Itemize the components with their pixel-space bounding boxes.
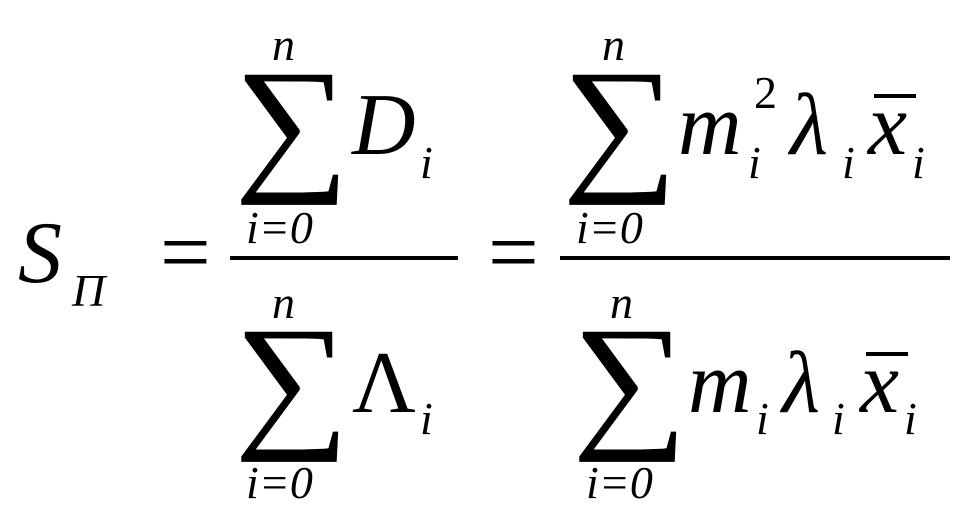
- lhs-symbol: S: [18, 205, 62, 302]
- f1-num-term-sub: i: [420, 137, 433, 188]
- f2-den-xbar-overline: [866, 352, 908, 356]
- equals-sign-2: =: [488, 203, 539, 302]
- f2-den-m-sub: i: [756, 393, 769, 444]
- f1-den-sum-lower: i=0: [246, 457, 313, 508]
- f1-den-sum-upper: n: [272, 277, 295, 328]
- f2-den-m: m: [688, 335, 752, 432]
- f1-num-term: D: [352, 77, 416, 174]
- f2-num-xbar-overline: [874, 94, 916, 98]
- f2-num-xbar-sub: i: [912, 137, 925, 188]
- f2-num-lambda-sub: i: [842, 137, 855, 188]
- f2-den-sum-lower: i=0: [586, 457, 653, 508]
- fraction-bar-1: [230, 256, 458, 260]
- f2-den-xbar: x: [860, 335, 900, 432]
- f2-den-lambda: λ: [782, 335, 821, 432]
- f2-num-lambda: λ: [790, 77, 829, 174]
- f1-den-term: Λ: [352, 335, 416, 432]
- fraction-bar-2: [560, 256, 950, 260]
- f2-num-xbar: x: [868, 77, 908, 174]
- f2-num-sum-lower: i=0: [576, 202, 643, 253]
- f2-den-lambda-sub: i: [832, 393, 845, 444]
- f2-den-sum-upper: n: [610, 277, 633, 328]
- f2-num-m-sup: 2: [754, 67, 777, 118]
- f2-den-xbar-sub: i: [904, 393, 917, 444]
- f1-num-sum-upper: n: [272, 19, 295, 70]
- f1-num-sigma: ∑: [234, 40, 350, 206]
- f1-num-sum-lower: i=0: [246, 202, 313, 253]
- equals-sign-1: =: [160, 203, 211, 302]
- f2-den-sigma: ∑: [572, 297, 688, 463]
- f2-num-sum-upper: n: [602, 19, 625, 70]
- f2-num-m: m: [678, 77, 742, 174]
- f1-den-term-sub: i: [420, 393, 433, 444]
- f1-den-sigma: ∑: [234, 297, 350, 463]
- f2-num-sigma: ∑: [562, 40, 678, 206]
- lhs-subscript: П: [72, 265, 106, 316]
- f2-num-m-sub: i: [748, 137, 761, 188]
